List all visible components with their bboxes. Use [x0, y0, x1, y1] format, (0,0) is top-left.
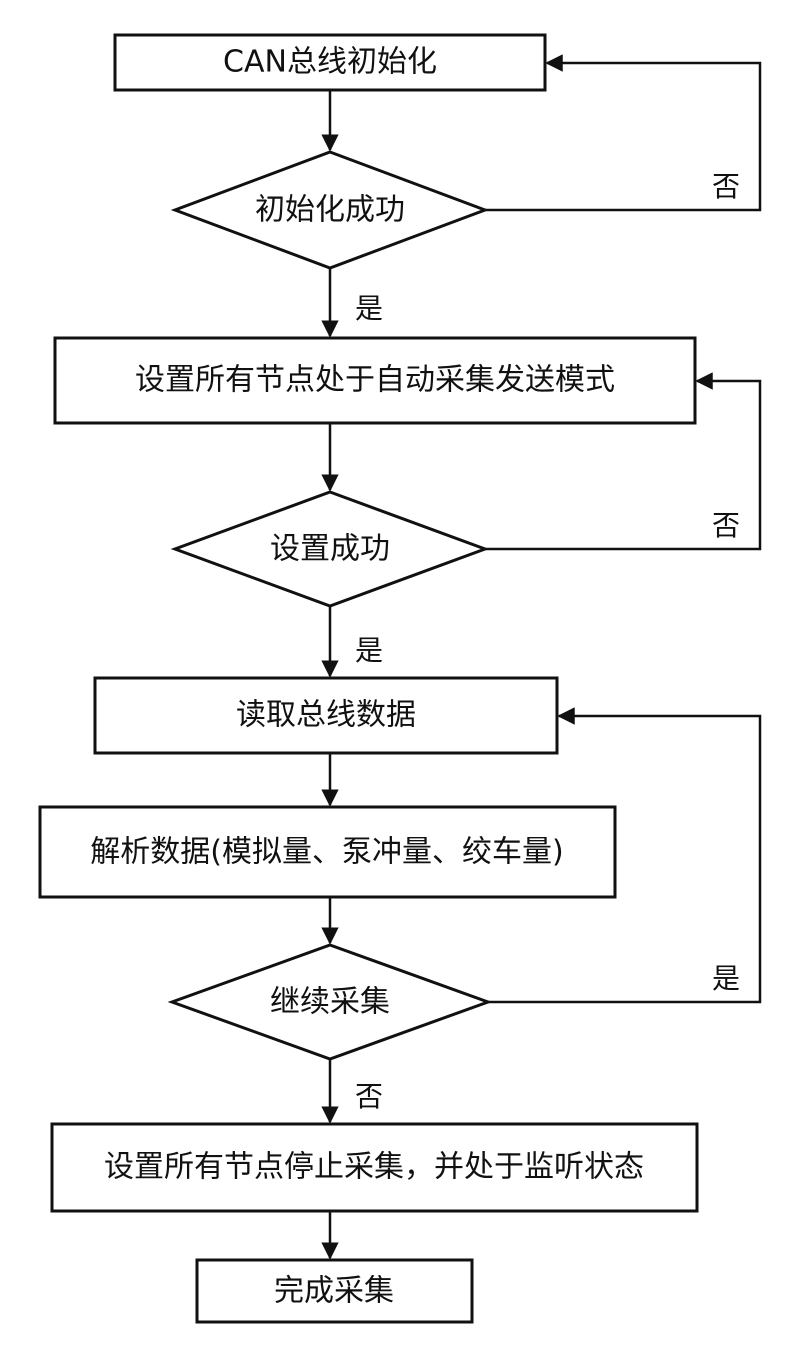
decision-init-ok: 初始化成功: [170, 150, 490, 270]
edge-label-set-ok-yes: 是: [355, 634, 383, 667]
edge-label-set-ok-no: 否: [712, 509, 740, 542]
edge-label-init-ok-yes: 是: [355, 292, 383, 325]
edge-label-init-ok-no: 否: [712, 170, 740, 203]
node-parse-data-label: 解析数据(模拟量、泵冲量、绞车量): [90, 835, 563, 870]
decision-continue-label: 继续采集: [270, 985, 390, 1020]
edge-label-continue-no: 否: [355, 1080, 383, 1113]
node-set-auto-label: 设置所有节点处于自动采集发送模式: [135, 363, 615, 398]
node-stop-all: 设置所有节点停止采集，并处于监听状态: [50, 1122, 699, 1213]
node-read-bus: 读取总线数据: [93, 676, 559, 755]
node-read-bus-label: 读取总线数据: [236, 698, 416, 733]
decision-init-ok-label: 初始化成功: [255, 193, 405, 228]
decision-continue: 继续采集: [167, 943, 493, 1061]
node-can-init-label: CAN总线初始化: [223, 45, 437, 80]
edge-set-ok-no-loop: [485, 372, 762, 551]
decision-set-ok-label: 设置成功: [270, 532, 390, 567]
node-done: 完成采集: [195, 1258, 474, 1324]
node-can-init: CAN总线初始化: [113, 33, 547, 92]
node-done-label: 完成采集: [274, 1274, 394, 1309]
edge-init-ok-no-loop: [485, 54, 762, 212]
node-parse-data: 解析数据(模拟量、泵冲量、绞车量): [38, 805, 617, 899]
edge-continue-yes-loop: [488, 707, 762, 1004]
decision-set-ok: 设置成功: [170, 490, 490, 608]
node-set-auto: 设置所有节点处于自动采集发送模式: [53, 336, 697, 425]
edge-label-continue-yes: 是: [712, 962, 740, 995]
node-stop-all-label: 设置所有节点停止采集，并处于监听状态: [104, 1150, 644, 1185]
